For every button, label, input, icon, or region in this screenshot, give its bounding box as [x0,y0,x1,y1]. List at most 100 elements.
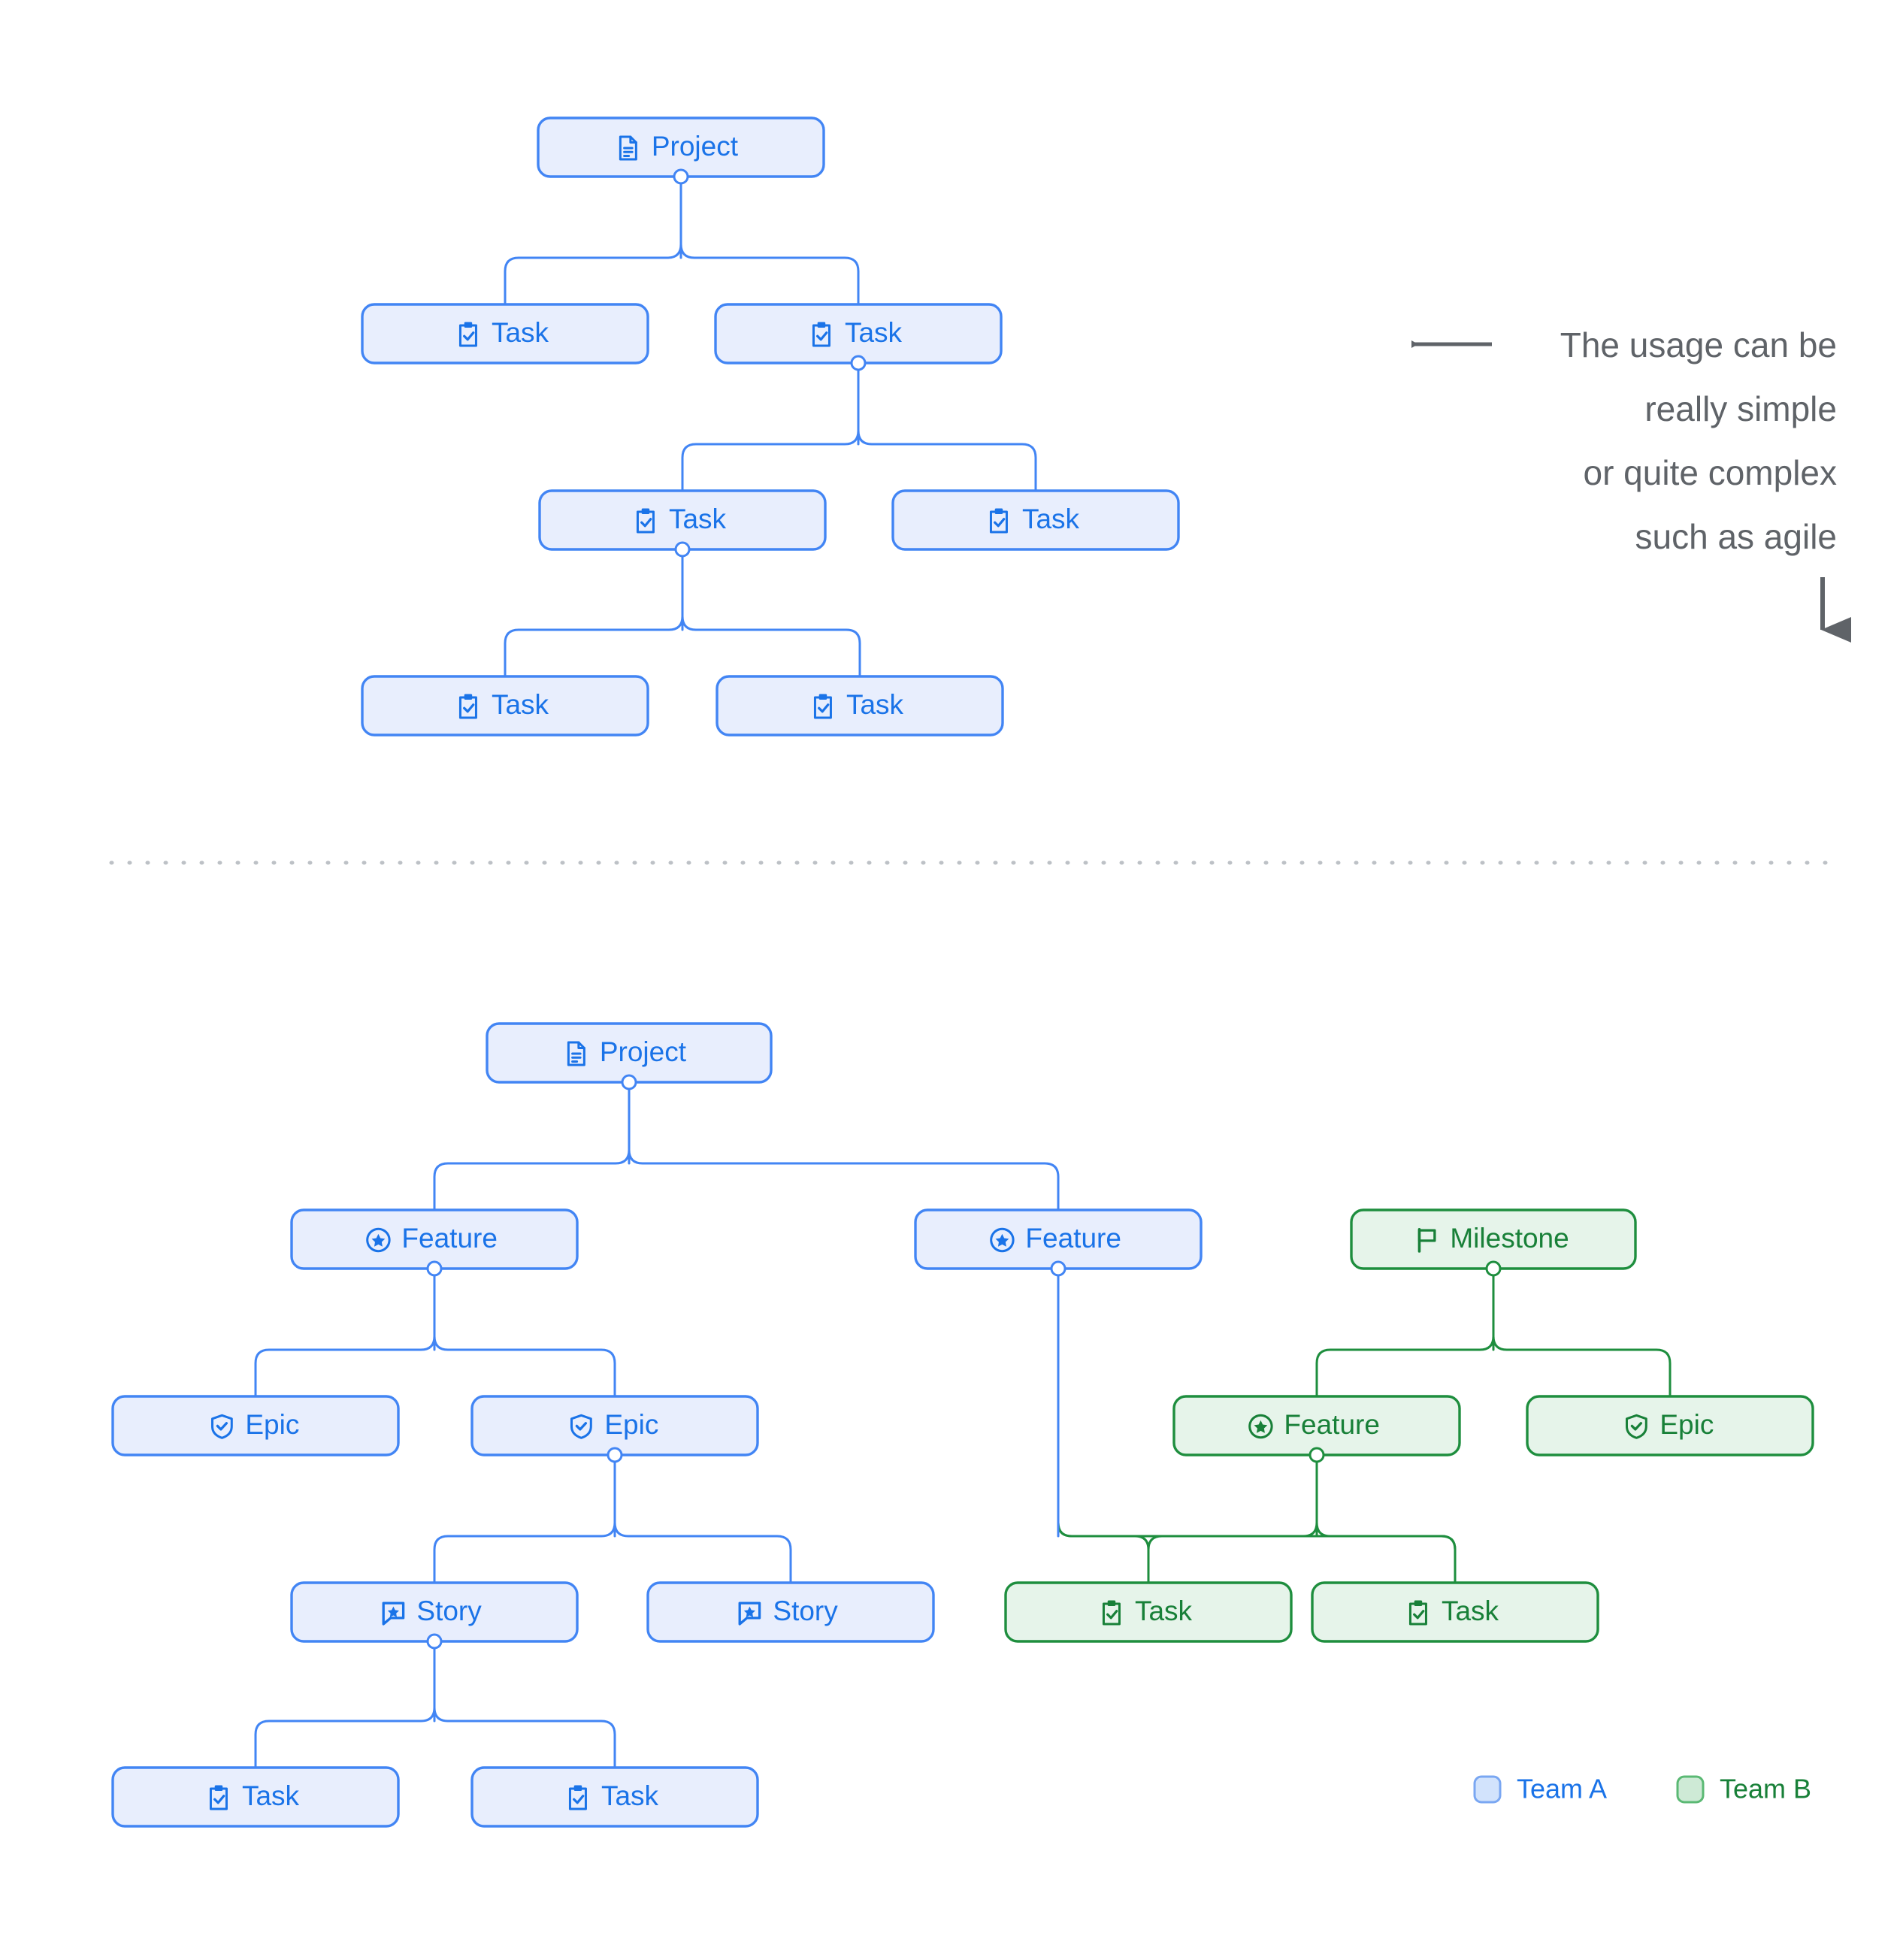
edge-connector [1315,1267,1495,1398]
task-icon [1102,1600,1121,1626]
edge-connector [1492,1267,1672,1398]
node-connector-handle[interactable] [1485,1260,1502,1277]
task-icon [458,694,477,719]
task-icon [1408,1600,1427,1626]
edge-connector [681,548,861,678]
node-box[interactable] [1004,1581,1293,1643]
annotation-line-3: such as agile [1635,517,1838,556]
edge-connector [433,1640,616,1769]
annotation-line-2: or quite complex [1584,453,1838,492]
node-box[interactable] [470,1766,759,1828]
node-label: Task [1135,1596,1193,1626]
task-icon [989,508,1008,534]
document-icon [567,1041,585,1066]
node-task[interactable]: Task [538,489,827,558]
node-task[interactable]: Task [716,675,1004,737]
task-icon [458,322,477,347]
edge-connector [254,1267,436,1398]
simple-tree-edges [504,175,1037,678]
task-icon [813,694,832,719]
node-label: Story [773,1596,838,1626]
node-epic[interactable]: Epic [470,1395,759,1463]
node-box[interactable] [361,675,649,737]
node-box[interactable] [716,675,1004,737]
feature-icon [366,1227,391,1253]
node-label: Task [845,317,903,348]
edge-connector [1147,1453,1318,1584]
legend-item-team-a: Team A [1473,1774,1607,1804]
annotation-line-0: The usage can be [1560,325,1837,364]
node-connector-handle[interactable] [426,1633,443,1650]
task-icon [812,322,830,347]
legend: Team A Team B [1473,1774,1811,1804]
legend-swatch-team-a [1473,1775,1502,1804]
node-connector-handle[interactable] [1309,1447,1325,1463]
node-box[interactable] [646,1581,935,1643]
epic-icon [210,1414,233,1439]
node-project[interactable]: Project [486,1022,773,1090]
node-connector-handle[interactable] [674,541,691,558]
node-label: Epic [245,1409,299,1440]
node-box[interactable] [361,303,649,364]
node-label: Task [1442,1596,1499,1626]
node-project[interactable]: Project [537,116,825,185]
node-task[interactable]: Task [891,489,1180,551]
node-label: Story [416,1596,482,1626]
node-box[interactable] [1311,1581,1599,1643]
node-story[interactable]: Story [290,1581,579,1650]
node-label: Task [669,504,727,534]
node-feature[interactable]: Feature [914,1208,1203,1277]
document-icon [619,135,637,161]
edge-connector [433,1453,616,1584]
legend-item-team-b: Team B [1676,1774,1811,1804]
node-story[interactable]: Story [646,1581,935,1643]
node-task[interactable]: Task [1311,1581,1599,1643]
node-box[interactable] [111,1395,400,1456]
annotation-line-1: really simple [1644,389,1837,428]
node-box[interactable] [891,489,1180,551]
node-label: Task [492,689,549,720]
node-task[interactable]: Task [714,303,1003,371]
node-task[interactable]: Task [1004,1581,1293,1643]
story-icon [382,1602,405,1626]
edge-connector [254,1640,436,1769]
node-epic[interactable]: Epic [1526,1395,1814,1456]
node-label: Task [846,689,904,720]
node-connector-handle[interactable] [621,1074,637,1090]
task-icon [568,1785,587,1810]
node-epic[interactable]: Epic [111,1395,400,1456]
node-connector-handle[interactable] [426,1260,443,1277]
story-icon [738,1602,761,1626]
edge-connector [613,1453,792,1584]
node-label: Feature [401,1223,498,1254]
node-connector-handle[interactable] [1050,1260,1066,1277]
node-task[interactable]: Task [111,1766,400,1828]
feature-icon [990,1227,1015,1253]
node-box[interactable] [1526,1395,1814,1456]
node-connector-handle[interactable] [607,1447,623,1463]
node-task[interactable]: Task [361,675,649,737]
node-feature[interactable]: Feature [1172,1395,1461,1463]
feature-icon [1248,1414,1273,1439]
node-feature[interactable]: Feature [290,1208,579,1277]
node-milestone[interactable]: Milestone [1350,1208,1637,1277]
task-icon [209,1785,228,1810]
node-box[interactable] [111,1766,400,1828]
node-label: Project [600,1036,687,1067]
legend-label-team-b: Team B [1720,1774,1811,1804]
edge-connector [433,1081,631,1211]
node-label: Feature [1284,1409,1380,1440]
task-icon [636,508,655,534]
edge-connector [857,361,1037,492]
node-connector-handle[interactable] [850,355,867,371]
agile-tree-edges [254,1081,1672,1769]
edge-connector [504,175,682,306]
node-connector-handle[interactable] [673,168,689,185]
edge-connector [1315,1453,1457,1584]
node-task[interactable]: Task [361,303,649,364]
node-label: Task [492,317,549,348]
node-label: Project [652,131,739,162]
node-task[interactable]: Task [470,1766,759,1828]
node-label: Task [601,1780,659,1811]
